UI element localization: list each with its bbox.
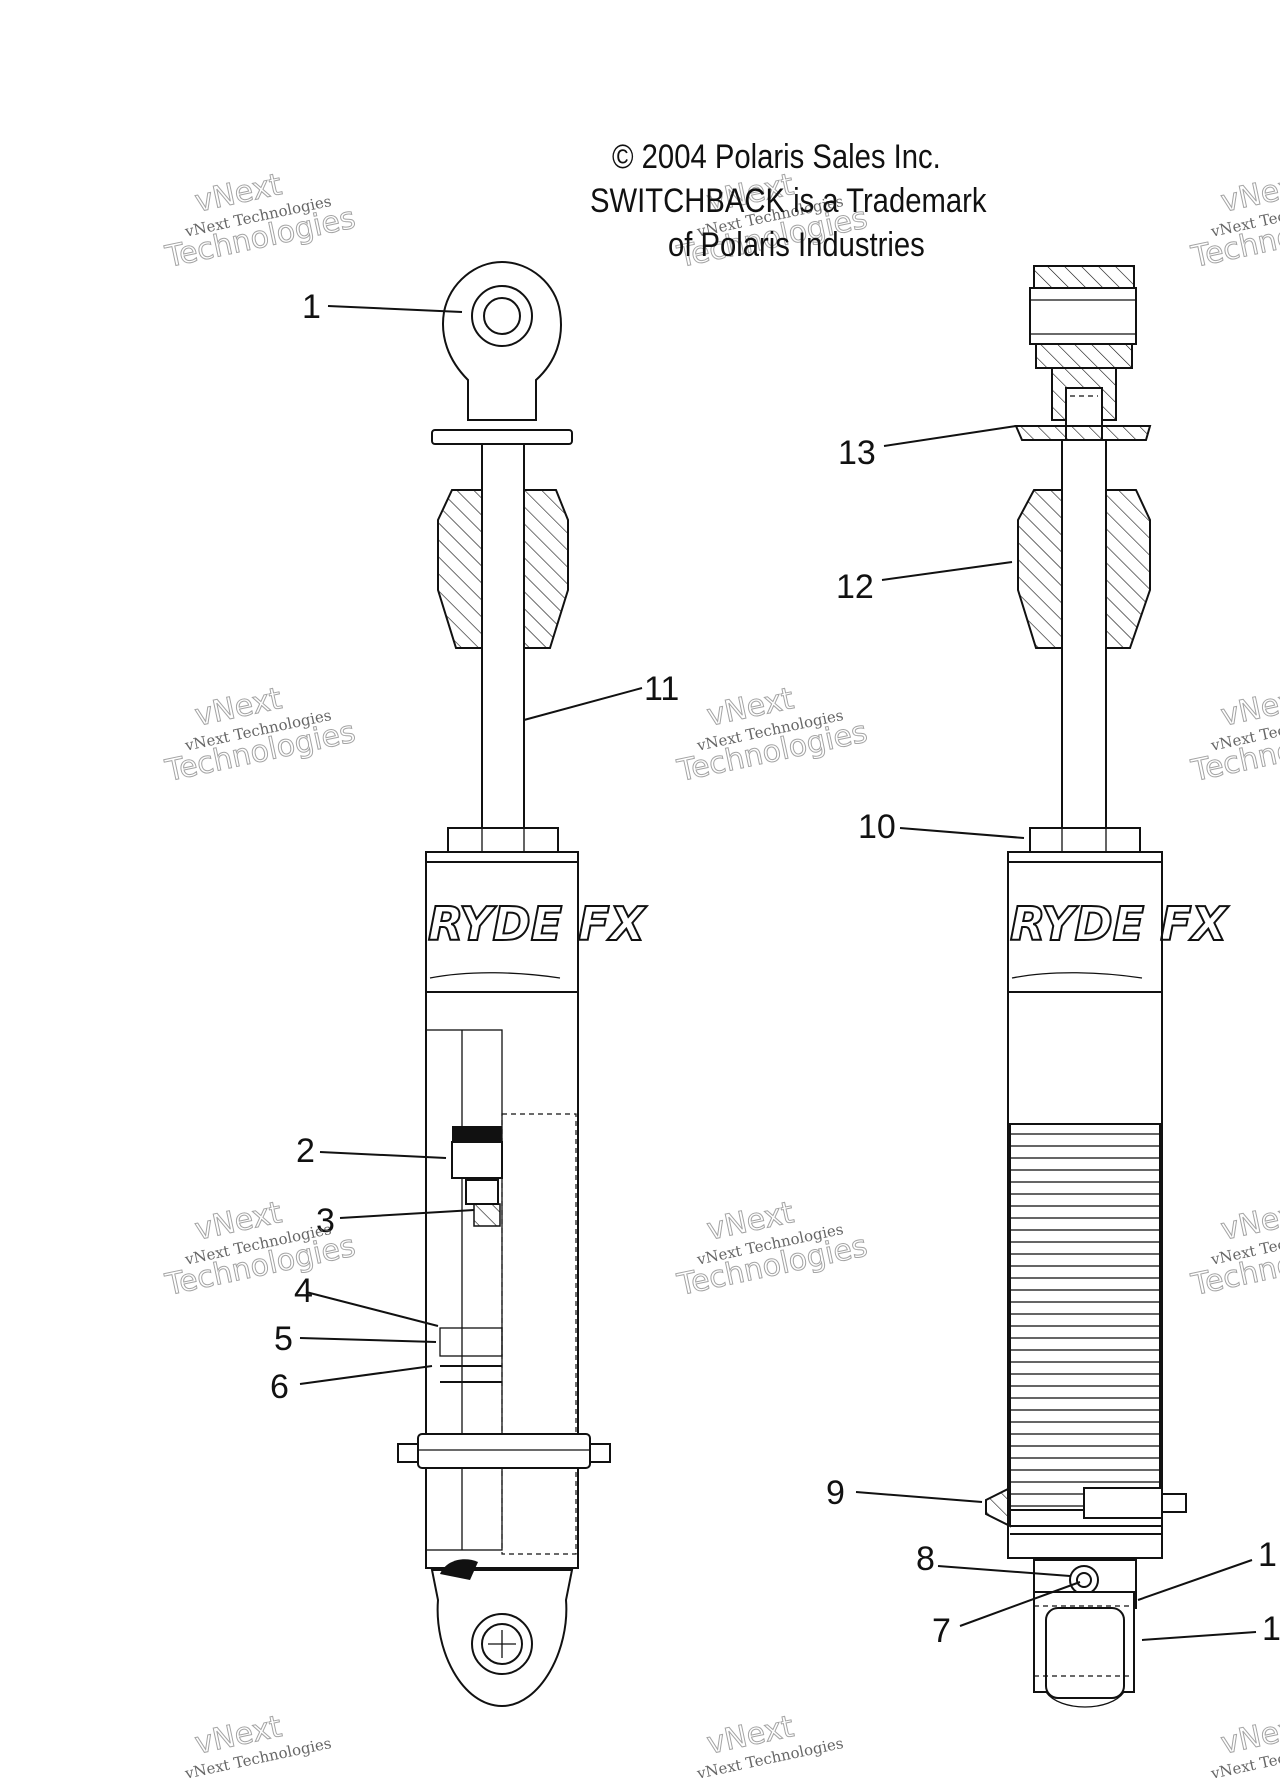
watermark: vNext vNext Technologies Technologies	[673, 1195, 871, 1304]
copyright-line-1: © 2004 Polaris Sales Inc.	[612, 138, 941, 176]
watermark: vNext vNext Technologies	[182, 1709, 332, 1783]
watermark: vNext vNext Technologies Technologies	[161, 167, 359, 276]
callout-7: 7	[932, 1612, 951, 1650]
callout-3: 3	[316, 1202, 335, 1240]
callout-10: 10	[858, 808, 896, 846]
callout-9: 9	[826, 1474, 845, 1512]
leader-lines	[299, 305, 1257, 1641]
callout-4: 4	[294, 1272, 313, 1310]
watermark: vNext vNext Technologies	[694, 1709, 844, 1783]
ryde-fx-logo-left: RYDE FX	[427, 896, 649, 979]
callout-12: 12	[836, 568, 874, 606]
top-eyelet-left	[431, 260, 573, 445]
callout-15-partial: 1	[1262, 1610, 1280, 1648]
callout-14-partial: 1	[1258, 1536, 1277, 1574]
bump-stop-left	[437, 489, 569, 649]
ribbed-body-right	[1009, 1123, 1161, 1511]
seal-head-right	[1029, 827, 1141, 853]
callout-8: 8	[916, 1540, 935, 1578]
watermark: vNext vNext Technologies Technologies	[1187, 167, 1280, 276]
bottom-eyelet-left	[430, 1559, 574, 1708]
top-mount-right	[1014, 265, 1152, 441]
shaft-right	[1061, 439, 1107, 830]
watermarks: vNext vNext Technologies Technologies vN…	[161, 167, 1280, 1783]
callout-2: 2	[296, 1132, 315, 1170]
watermark: vNext vNext Technologies Technologies	[161, 1195, 359, 1304]
callout-1: 1	[302, 288, 321, 326]
callout-13: 13	[838, 434, 876, 472]
bottom-clevis-right	[1033, 1559, 1137, 1708]
watermark: vNext vNext Technologies Technologies	[673, 681, 871, 790]
right-shock: RYDE FX	[985, 265, 1231, 1708]
watermark: vNext vNext Technologies Technologies	[1187, 681, 1280, 790]
watermark: vNext vNext Technologies Technologies	[161, 681, 359, 790]
svg-text:RYDE FX: RYDE FX	[1010, 897, 1230, 951]
left-shock: RYDE FX	[397, 260, 649, 1708]
piston-left	[451, 1126, 503, 1227]
ryde-fx-logo-right: RYDE FX	[1009, 896, 1231, 979]
bump-stop-right	[1017, 489, 1151, 649]
copyright-line-2: SWITCHBACK is a Trademark	[590, 182, 987, 220]
svg-text:RYDE FX: RYDE FX	[428, 897, 648, 951]
callout-5: 5	[274, 1320, 293, 1358]
watermark: vNext vNext Technologies Technologies	[1187, 1195, 1280, 1304]
shaft-left	[481, 443, 525, 830]
callout-6: 6	[270, 1368, 289, 1406]
callout-11: 11	[644, 670, 679, 708]
spring-collar-right	[985, 1486, 1187, 1535]
watermark: vNext vNext Technologies	[1208, 1709, 1280, 1783]
seal-head-left	[447, 827, 559, 853]
callout-numbers: 1 2 3 4 5 6 7 8 9 10 11 12 13 1 1	[270, 288, 1280, 1650]
spring-collar-left	[397, 1433, 611, 1469]
copyright-line-3: of Polaris Industries	[668, 226, 925, 264]
